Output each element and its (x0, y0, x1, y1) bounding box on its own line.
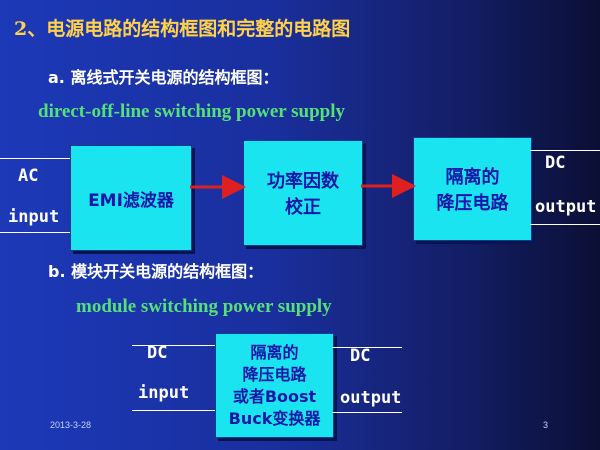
module-box-line4: Buck变换器 (228, 408, 321, 428)
section-b-heading: b. 模块开关电源的结构框图： (48, 262, 264, 281)
isolated-buck-line1: 隔离的 (445, 167, 500, 188)
output-line-top (530, 150, 600, 151)
isolated-buck-line2: 降压电路 (436, 193, 509, 214)
isolated-buck-box: 隔离的 降压电路 (413, 137, 532, 241)
module-box-line1: 隔离的 (250, 342, 299, 362)
output-line-bottom (530, 224, 600, 225)
module-converter-box: 隔离的 降压电路 或者Boost Buck变换器 (215, 333, 334, 438)
footer-page-number: 3 (543, 420, 549, 430)
module-output-line-bottom (332, 412, 402, 413)
module-output-line-top (332, 347, 402, 348)
section-a-heading: a. 离线式开关电源的结构框图： (48, 68, 279, 87)
footer-date: 2013-3-28 (50, 420, 92, 430)
ac-label: AC (18, 166, 39, 186)
module-box-line3: 或者Boost (232, 386, 317, 406)
pfc-label-line1: 功率因数 (267, 171, 339, 192)
output-label-b: output (340, 388, 402, 408)
pfc-label-line2: 校正 (285, 197, 321, 218)
pfc-box: 功率因数 校正 (243, 140, 363, 246)
section-b-english: module switching power supply (76, 296, 332, 317)
input-line-bottom (0, 232, 70, 233)
module-input-line-bottom (132, 410, 215, 411)
module-input-line-top (132, 345, 215, 346)
input-label-a: input (8, 207, 60, 227)
section-a-english: direct-off-line switching power supply (38, 101, 345, 122)
dc-input-label-b: DC (147, 343, 168, 363)
input-label-b: input (138, 383, 190, 403)
output-label-a: output (535, 197, 597, 217)
dc-output-label-a: DC (545, 153, 566, 173)
slide-title: 2、电源电路的结构框图和完整的电路图 (14, 18, 351, 40)
emi-filter-label: EMI滤波器 (88, 190, 174, 211)
module-box-line2: 降压电路 (242, 364, 307, 384)
input-line-top (0, 158, 70, 159)
dc-output-label-b: DC (350, 346, 371, 366)
emi-filter-box: EMI滤波器 (70, 145, 192, 251)
